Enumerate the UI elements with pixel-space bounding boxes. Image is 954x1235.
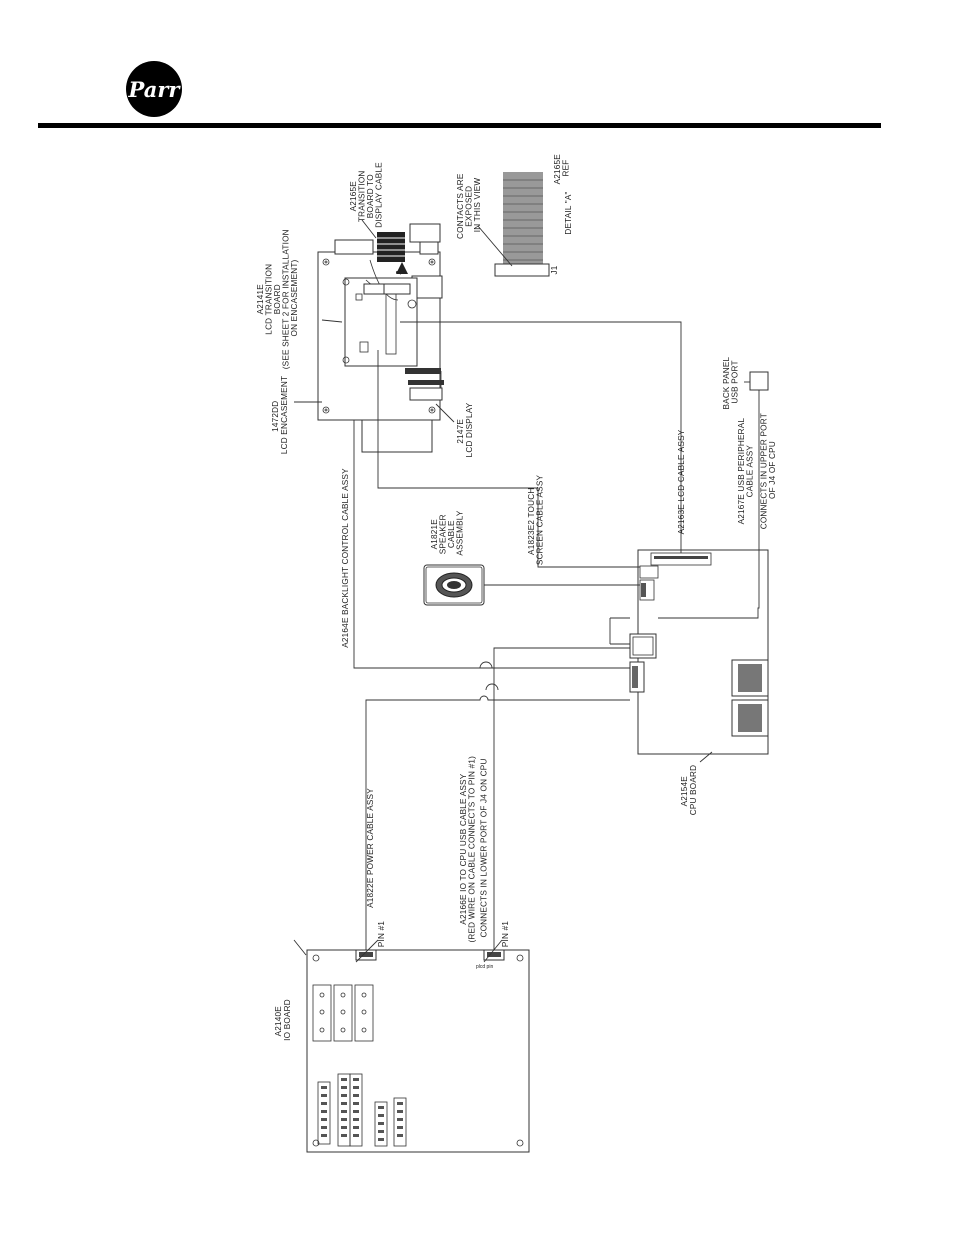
svg-text:A2140E IO BOARD: A2140E IO BOARD bbox=[274, 999, 292, 1041]
label-usb-peripheral-3: CONNECTS IN UPPER PORT bbox=[760, 413, 769, 529]
speaker bbox=[423, 564, 485, 606]
label-transition-board-5: ON ENCASEMENT) bbox=[290, 259, 299, 336]
label-lcd-display-2: LCD DISPLAY bbox=[465, 402, 474, 457]
svg-text:A2141E LCD TRANSITION: A2141E LCD TRANSITION BOARD (SEE SHEET 2… bbox=[256, 227, 299, 370]
label-transition-board-4: (SEE SHEET 2 FOR INSTALLATION bbox=[282, 229, 291, 369]
label-usb-peripheral-1: A2167E USB PERIPHERAL bbox=[737, 418, 746, 525]
svg-text:2147E LCD DISPLAY: 2147E LCD DISPLAY bbox=[456, 402, 474, 457]
io-board: plcd pin bbox=[306, 949, 530, 1153]
parr-logo: Parr bbox=[126, 61, 182, 117]
label-detail-a: DETAIL "A" bbox=[564, 191, 573, 234]
label-lcd-display-1: 2147E bbox=[456, 419, 465, 444]
svg-text:plcd pin: plcd pin bbox=[476, 964, 493, 970]
label-io-usb-3: CONNECTS IN LOWER PORT OF J4 ON CPU bbox=[480, 758, 489, 937]
detail-a-connector bbox=[494, 172, 550, 277]
svg-text:BACK PANEL USB PORT: BACK PANEL USB PORT bbox=[722, 355, 740, 410]
lcd-display-ribbon bbox=[405, 368, 444, 401]
logo-text: Parr bbox=[128, 77, 182, 102]
label-transition-cable-1: A2165E bbox=[349, 181, 358, 212]
label-speaker-2: SPEAKER bbox=[439, 514, 448, 554]
label-a2165e-ref-1: A2165E bbox=[553, 154, 562, 185]
label-backlight-cable: A2164E BACKLIGHT CONTROL CABLE ASSY bbox=[341, 468, 350, 648]
cpu-board bbox=[609, 549, 769, 755]
label-speaker-4: ASSEMBLY bbox=[456, 510, 465, 555]
label-back-panel-2: USB PORT bbox=[731, 360, 740, 403]
svg-text:CONTACTS ARE EXPOSED I: CONTACTS ARE EXPOSED IN THIS VIEW bbox=[456, 171, 482, 239]
label-io-usb-2: (RED WIRE ON CABLE CONNECTS TO PIN #1) bbox=[468, 756, 477, 943]
label-usb-peripheral-2: CABLE ASSY bbox=[746, 445, 755, 498]
label-lcd-cable: A2163E LCD CABLE ASSY bbox=[677, 429, 686, 534]
header-rule bbox=[38, 123, 881, 128]
label-j1: J1 bbox=[550, 265, 559, 274]
label-cpu-board-2: CPU BOARD bbox=[689, 765, 698, 815]
label-speaker-1: A1821E bbox=[430, 519, 439, 550]
label-io-board-2: IO BOARD bbox=[283, 999, 292, 1041]
label-io-board-1: A2140E bbox=[274, 1006, 283, 1037]
svg-text:A1823E2 TOUCH SCREEN CABLE: A1823E2 TOUCH SCREEN CABLE ASSY bbox=[527, 475, 545, 566]
label-pin1-power: PIN #1 bbox=[377, 921, 386, 947]
label-pin1-io: PIN #1 bbox=[501, 921, 510, 947]
label-lcd-encasement-1: 1472DD bbox=[271, 401, 280, 432]
transition-display-cable bbox=[363, 232, 411, 301]
svg-text:A2165E TRANSITION BOAR: A2165E TRANSITION BOARD TO DISPLAY CABLE bbox=[349, 162, 384, 228]
label-lcd-encasement-2: LCD ENCASEMENT bbox=[280, 376, 289, 454]
back-panel-usb-port bbox=[749, 371, 769, 391]
label-touch-cable-1: A1823E2 TOUCH bbox=[527, 488, 536, 555]
label-power-cable: A1822E POWER CABLE ASSY bbox=[366, 788, 375, 908]
label-transition-board-3: BOARD bbox=[273, 284, 282, 314]
label-io-usb-1: A2166E IO TO CPU USB CABLE ASSY bbox=[459, 773, 468, 924]
label-transition-cable-4: DISPLAY CABLE bbox=[375, 162, 384, 228]
label-contacts-3: IN THIS VIEW bbox=[473, 178, 482, 233]
svg-text:A2165E REF: A2165E REF bbox=[553, 152, 571, 185]
svg-text:A2154E CPU BOARD: A2154E CPU BOARD bbox=[680, 765, 698, 815]
svg-text:A2167E USB PERIPHERAL CABL: A2167E USB PERIPHERAL CABLE ASSY CONNECT… bbox=[737, 411, 777, 530]
svg-text:1472DD LCD ENCASEMENT: 1472DD LCD ENCASEMENT bbox=[271, 376, 289, 454]
label-transition-cable-3: BOARD TO bbox=[366, 174, 375, 218]
label-usb-peripheral-4: OF J4 OF CPU bbox=[768, 441, 777, 499]
detail-marker: A bbox=[396, 269, 403, 274]
cables bbox=[293, 219, 760, 963]
label-touch-cable-2: SCREEN CABLE ASSY bbox=[536, 475, 545, 566]
label-back-panel-1: BACK PANEL bbox=[722, 356, 731, 409]
svg-text:A1821E SPEAKER CABLE: A1821E SPEAKER CABLE ASSEMBLY bbox=[430, 510, 465, 555]
label-transition-cable-2: TRANSITION bbox=[358, 170, 367, 222]
label-a2165e-ref-2: REF bbox=[562, 160, 571, 177]
label-contacts-1: CONTACTS ARE bbox=[456, 173, 465, 239]
label-contacts-2: EXPOSED bbox=[465, 186, 474, 227]
label-transition-board-1: A2141E bbox=[256, 284, 265, 315]
svg-text:A2166E IO TO CPU USB CABLE ASS: A2166E IO TO CPU USB CABLE ASSY (RED WIR… bbox=[459, 753, 489, 942]
label-speaker-3: CABLE bbox=[447, 520, 456, 548]
label-transition-board-2: LCD TRANSITION bbox=[265, 264, 274, 335]
label-cpu-board-1: A2154E bbox=[680, 776, 689, 807]
